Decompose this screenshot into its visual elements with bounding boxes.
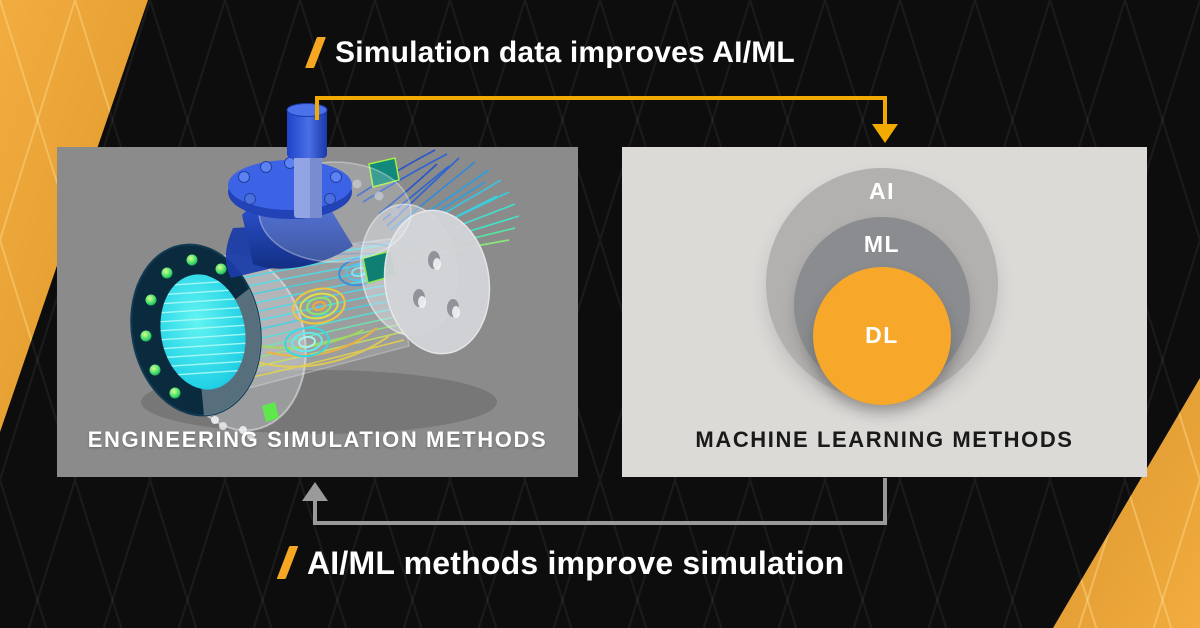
top-caption: Simulation data improves AI/ML — [335, 35, 795, 69]
left-panel-caption: ENGINEERING SIMULATION METHODS — [87, 427, 548, 452]
venn-label-ai: AI — [869, 178, 895, 204]
machine-learning-panel: AI ML DL MACHINE LEARNING METHODS — [622, 147, 1147, 477]
right-panel-caption: MACHINE LEARNING METHODS — [695, 427, 1074, 452]
bottom-caption-row: AI/ML methods improve simulation — [276, 544, 845, 581]
venn-label-ml: ML — [863, 231, 901, 257]
top-caption-row: Simulation data improves AI/ML — [305, 35, 795, 69]
engineering-simulation-panel: ENGINEERING SIMULATION METHODS — [57, 147, 578, 477]
bottom-caption: AI/ML methods improve simulation — [307, 544, 845, 581]
corner-accent-bottom-right — [1053, 378, 1200, 628]
venn-circle-dl — [813, 267, 951, 405]
venn-label-dl: DL — [865, 322, 899, 348]
